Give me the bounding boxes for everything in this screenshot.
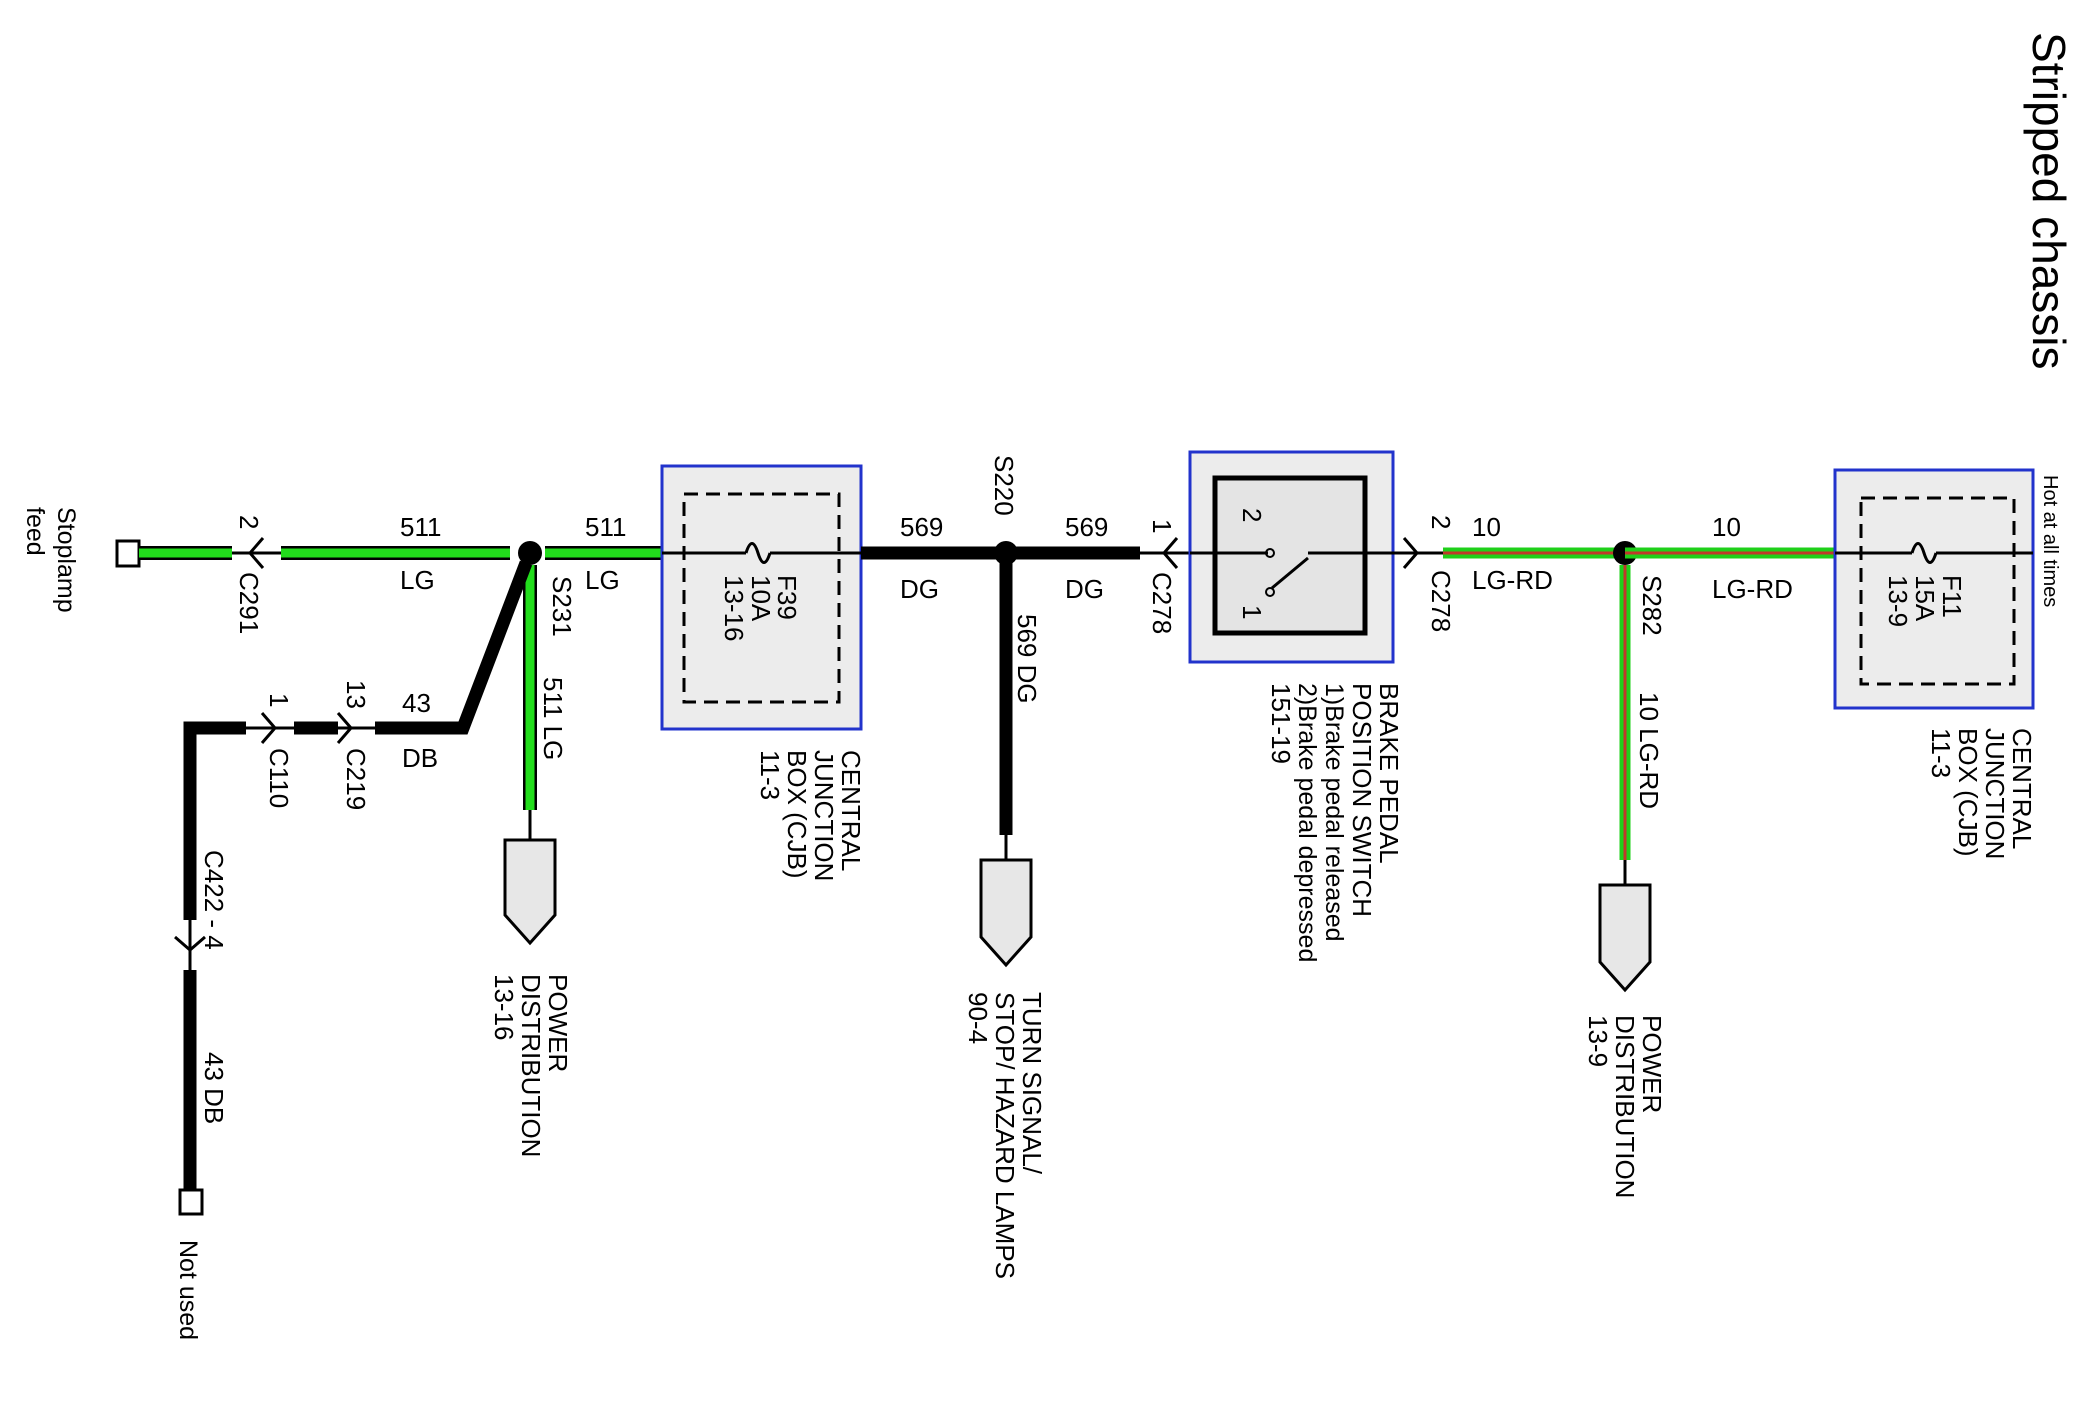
- fuse-f11-icon: [1835, 542, 2033, 564]
- c278-left-label: C278: [1147, 572, 1177, 634]
- wire-43-number: 43: [402, 688, 431, 718]
- fuse-f39-name: F39: [772, 575, 802, 620]
- wire-569-vertical-label: 569 DG: [1012, 614, 1042, 704]
- fuse-f39-amps: 10A: [746, 575, 776, 622]
- pd2-line1: POWER: [1637, 1015, 1667, 1113]
- c219-label: C219: [341, 748, 371, 810]
- power-distribution-1-terminal: [503, 838, 557, 946]
- turn-line3: 90-4: [963, 992, 993, 1044]
- c278-right-label: C278: [1426, 570, 1456, 632]
- diagram-title: Stripped chassis: [2023, 32, 2075, 370]
- wire-43-vertical-label: 43 DB: [199, 1052, 229, 1124]
- s231-label: S231: [547, 576, 577, 637]
- stoplamp-feed-terminal: [115, 539, 141, 568]
- not-used-label: Not used: [174, 1240, 202, 1340]
- wire-10-color-left: LG-RD: [1472, 565, 1553, 595]
- pd1-line1: POWER: [543, 974, 573, 1072]
- wire-10-vertical-label: 10 LG-RD: [1634, 692, 1664, 809]
- c110-label: C110: [264, 748, 294, 808]
- connector-c291: [232, 537, 281, 569]
- fuse-f11-name: F11: [1937, 575, 1967, 618]
- fuse-f11-ref: 13-9: [1883, 575, 1913, 627]
- connector-c422: [174, 920, 206, 970]
- brake-switch-pin-top: 2: [1237, 508, 1267, 522]
- pd2-line2: DISTRIBUTION: [1610, 1015, 1640, 1198]
- brake-label-1: BRAKE PEDAL: [1374, 683, 1404, 864]
- brake-switch-inner: [1212, 475, 1368, 636]
- brake-switch-pin-bottom: 1: [1237, 605, 1267, 619]
- wire-569-color-left: DG: [900, 574, 939, 604]
- wire-569-color-right: DG: [1065, 574, 1104, 604]
- c422-label: C422 - 4: [199, 850, 229, 950]
- wire-511-number-mid: 511: [585, 512, 626, 542]
- cjb-f11-box: [1833, 468, 2035, 710]
- cjb1-label-1: CENTRAL: [836, 750, 866, 871]
- cjb1-label-4: 11-3: [755, 750, 785, 800]
- brake-label-3: 1)Brake pedal released: [1320, 683, 1348, 942]
- c278-left-pin: 1: [1147, 519, 1177, 533]
- cjb-f39-box: [660, 464, 863, 731]
- turn-line2: STOP/ HAZARD LAMPS: [990, 992, 1020, 1279]
- brake-label-4: 2)Brake pedal depressed: [1293, 683, 1321, 962]
- fuse-f39-ref: 13-16: [719, 575, 749, 642]
- stoplamp-feed-label-line1: Stoplamp: [52, 507, 80, 613]
- wire-569-number-right: 569: [1065, 512, 1108, 542]
- c278-right-pin: 2: [1426, 515, 1456, 529]
- c291-label: C291: [234, 572, 264, 634]
- power-distribution-2-terminal: [1598, 883, 1652, 993]
- cjb-f39-inner: [682, 492, 841, 704]
- wire-10-number-left: 10: [1472, 512, 1501, 542]
- fuse-f39-icon: [662, 542, 861, 564]
- wire-511-color-left: LG: [400, 565, 435, 595]
- brake-switch-contact-icon: [1190, 548, 1393, 597]
- pd1-line2: DISTRIBUTION: [516, 974, 546, 1157]
- brake-label-5: 151-19: [1266, 683, 1296, 764]
- connector-c110: [246, 712, 294, 744]
- s282-label: S282: [1637, 575, 1667, 636]
- cjb2-label-3: BOX (CJB): [1953, 728, 1983, 857]
- cjb2-label-1: CENTRAL: [2007, 728, 2037, 849]
- cjb-f11-inner: [1859, 496, 2016, 686]
- c219-pin: 13: [341, 680, 371, 709]
- wire-511-color-mid: LG: [585, 565, 620, 595]
- wire-511-vertical-label: 511 LG: [538, 677, 568, 760]
- wire-569-number-left: 569: [900, 512, 943, 542]
- s220-label: S220: [989, 455, 1019, 516]
- c110-pin: 1: [264, 693, 294, 707]
- c291-pin: 2: [234, 515, 264, 529]
- wire-511-number-left: 511: [400, 512, 441, 542]
- cjb2-label-2: JUNCTION: [1980, 728, 2010, 859]
- fuse-f11-amps: 15A: [1910, 575, 1940, 622]
- connector-c219: [336, 712, 375, 744]
- hot-at-all-times-label: Hot at all times: [2039, 475, 2061, 607]
- pd1-line3: 13-16: [489, 974, 519, 1041]
- cjb1-label-2: JUNCTION: [809, 750, 839, 881]
- not-used-terminal: [178, 1188, 204, 1216]
- turn-signal-terminal: [979, 858, 1033, 968]
- wire-10-color-right: LG-RD: [1712, 574, 1793, 604]
- wire-10-number-right: 10: [1712, 512, 1741, 542]
- pd2-line3: 13-9: [1583, 1015, 1613, 1067]
- connector-c278-right: [1393, 537, 1443, 569]
- wire-43-db: [183, 560, 533, 1198]
- wire-43-color: DB: [402, 743, 438, 773]
- brake-label-2: POSITION SWITCH: [1347, 683, 1377, 917]
- turn-line1: TURN SIGNAL/: [1017, 992, 1047, 1175]
- cjb2-label-4: 11-3: [1926, 728, 1956, 778]
- cjb1-label-3: BOX (CJB): [782, 750, 812, 879]
- stoplamp-feed-label-line2: feed: [21, 507, 49, 556]
- connector-c278-left: [1140, 537, 1190, 569]
- splice-s231: [518, 541, 542, 565]
